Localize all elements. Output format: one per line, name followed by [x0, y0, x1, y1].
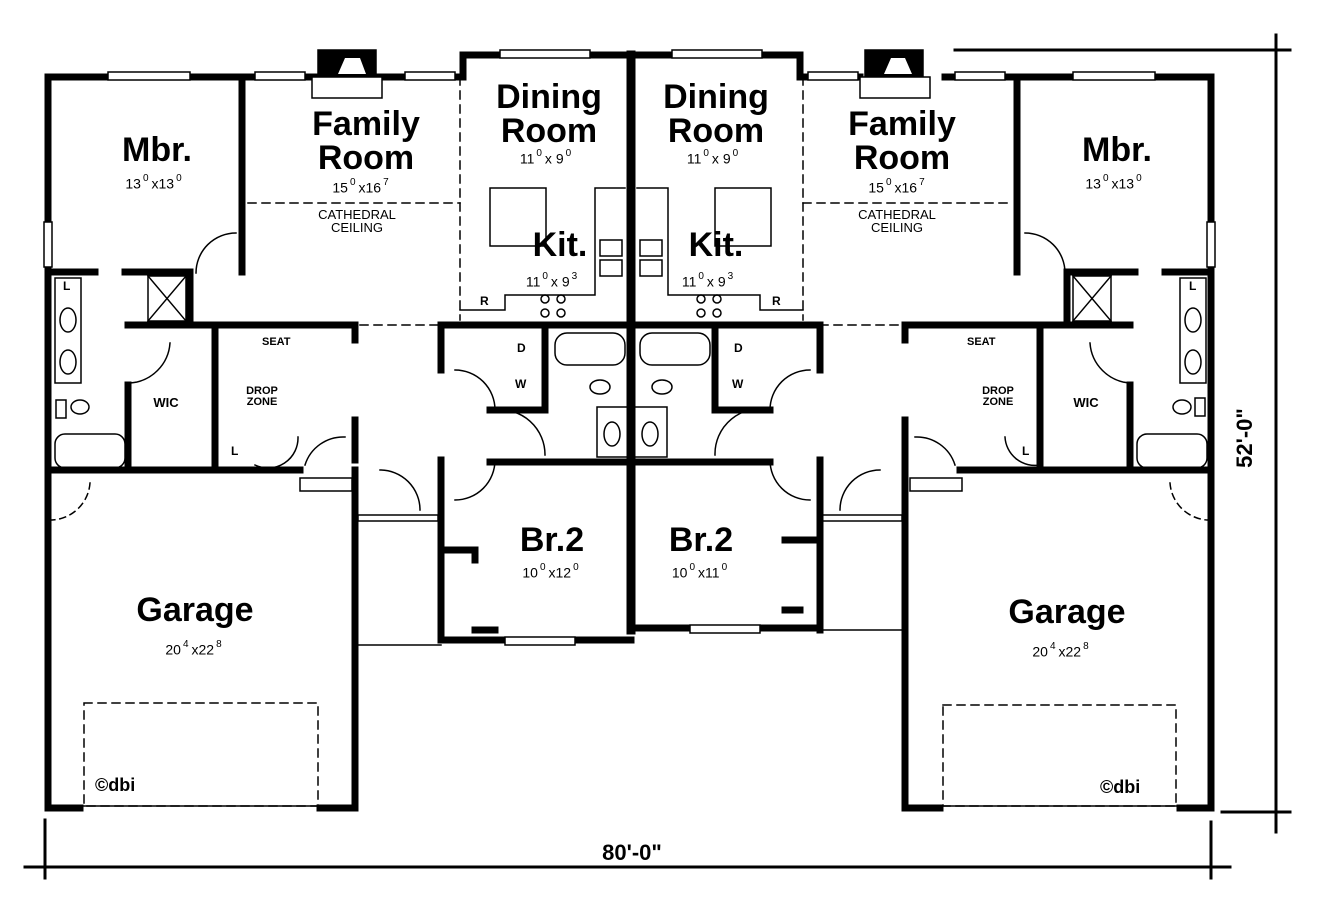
fixtures [54, 187, 1208, 807]
linen-label-dropzone-right: L [1022, 444, 1030, 458]
room-label-mbr-left: Mbr. [122, 131, 192, 169]
room-label-br2-left: Br.2 [519, 521, 585, 559]
washer-label-right: W [732, 377, 744, 391]
room-label-garage-right: Garage [1008, 593, 1126, 631]
linen-label-bath-right: L [1189, 279, 1197, 293]
room-label-br2-right: Br.2 [668, 521, 734, 559]
room-label-garage-left: Garage [136, 591, 254, 629]
room-label-kitchen-right: Kit. [688, 226, 744, 264]
dryer-label-left: D [517, 341, 526, 355]
room-label-kitchen-left: Kit. [532, 226, 588, 264]
dimension-lines [23, 33, 1292, 880]
dryer-label-right: D [734, 341, 743, 355]
washer-label-left: W [515, 377, 527, 391]
linen-label-bath-left: L [63, 279, 71, 293]
windows [43, 49, 1216, 646]
refrigerator-label-left: R [480, 294, 489, 308]
seat-label-left: SEAT [262, 336, 291, 348]
refrigerator-label-right: R [772, 294, 781, 308]
room-label-wic-right: WIC [1073, 395, 1099, 410]
dashed-lines [83, 76, 1177, 807]
copyright-left: ©dbi [95, 775, 136, 795]
room-label-mbr-right: Mbr. [1082, 131, 1152, 169]
linen-label-dropzone-left: L [231, 444, 239, 458]
fireplace-icon [859, 49, 931, 99]
room-label-wic-left: WIC [153, 395, 179, 410]
doors [51, 232, 1208, 521]
fireplace-icon [311, 49, 383, 99]
overall-width-label: 80'-0" [602, 840, 662, 865]
left-unit-walls [44, 50, 636, 812]
seat-label-right: SEAT [967, 336, 996, 348]
overall-depth-label: 52'-0" [1231, 408, 1257, 468]
copyright-right: ©dbi [1100, 777, 1141, 797]
